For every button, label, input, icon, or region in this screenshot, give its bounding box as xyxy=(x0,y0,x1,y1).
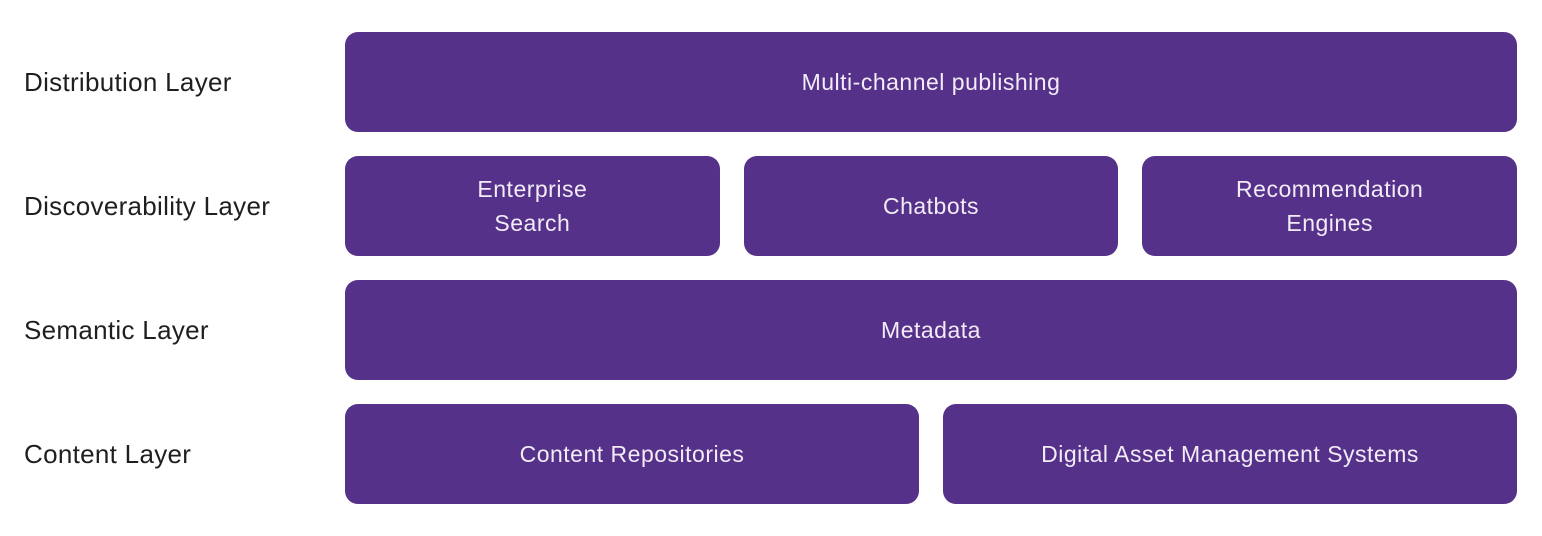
layer-label-semantic: Semantic Layer xyxy=(24,314,209,345)
layer-boxes-discoverability: Enterprise Search Chatbots Recommendatio… xyxy=(345,156,1518,256)
box-content-repositories-label: Content Repositories xyxy=(519,440,745,467)
layer-row-discoverability: Discoverability Layer Enterprise Search … xyxy=(0,156,1518,256)
layer-boxes-distribution: Multi-channel publishing xyxy=(345,32,1517,132)
box-digital-asset-management-systems: Digital Asset Management Systems xyxy=(943,404,1517,504)
layer-label-content: Content Layer xyxy=(24,438,192,469)
box-metadata: Metadata xyxy=(345,280,1517,380)
layer-boxes-semantic: Metadata xyxy=(345,280,1517,380)
box-chatbots-label: Chatbots xyxy=(882,192,980,219)
box-recommendation-engines-label: Recommendation Engines xyxy=(1236,175,1424,237)
layer-boxes-content: Content Repositories Digital Asset Manag… xyxy=(345,404,1517,504)
layer-row-semantic: Semantic Layer Metadata xyxy=(0,280,1517,380)
box-chatbots: Chatbots xyxy=(743,156,1119,256)
box-recommendation-engines: Recommendation Engines xyxy=(1142,156,1518,256)
layer-label-distribution: Distribution Layer xyxy=(24,66,232,97)
layer-row-content: Content Layer Content Repositories Digit… xyxy=(0,404,1517,504)
layer-label-discoverability: Discoverability Layer xyxy=(24,190,271,221)
layer-row-distribution: Distribution Layer Multi-channel publish… xyxy=(0,32,1517,132)
box-digital-asset-management-systems-label: Digital Asset Management Systems xyxy=(1041,440,1419,467)
box-enterprise-search-label: Enterprise Search xyxy=(477,175,588,237)
box-enterprise-search: Enterprise Search xyxy=(345,156,720,256)
box-multi-channel-publishing-label: Multi-channel publishing xyxy=(801,68,1061,95)
box-content-repositories: Content Repositories xyxy=(345,404,919,504)
box-multi-channel-publishing: Multi-channel publishing xyxy=(345,32,1517,132)
box-metadata-label: Metadata xyxy=(881,316,981,343)
